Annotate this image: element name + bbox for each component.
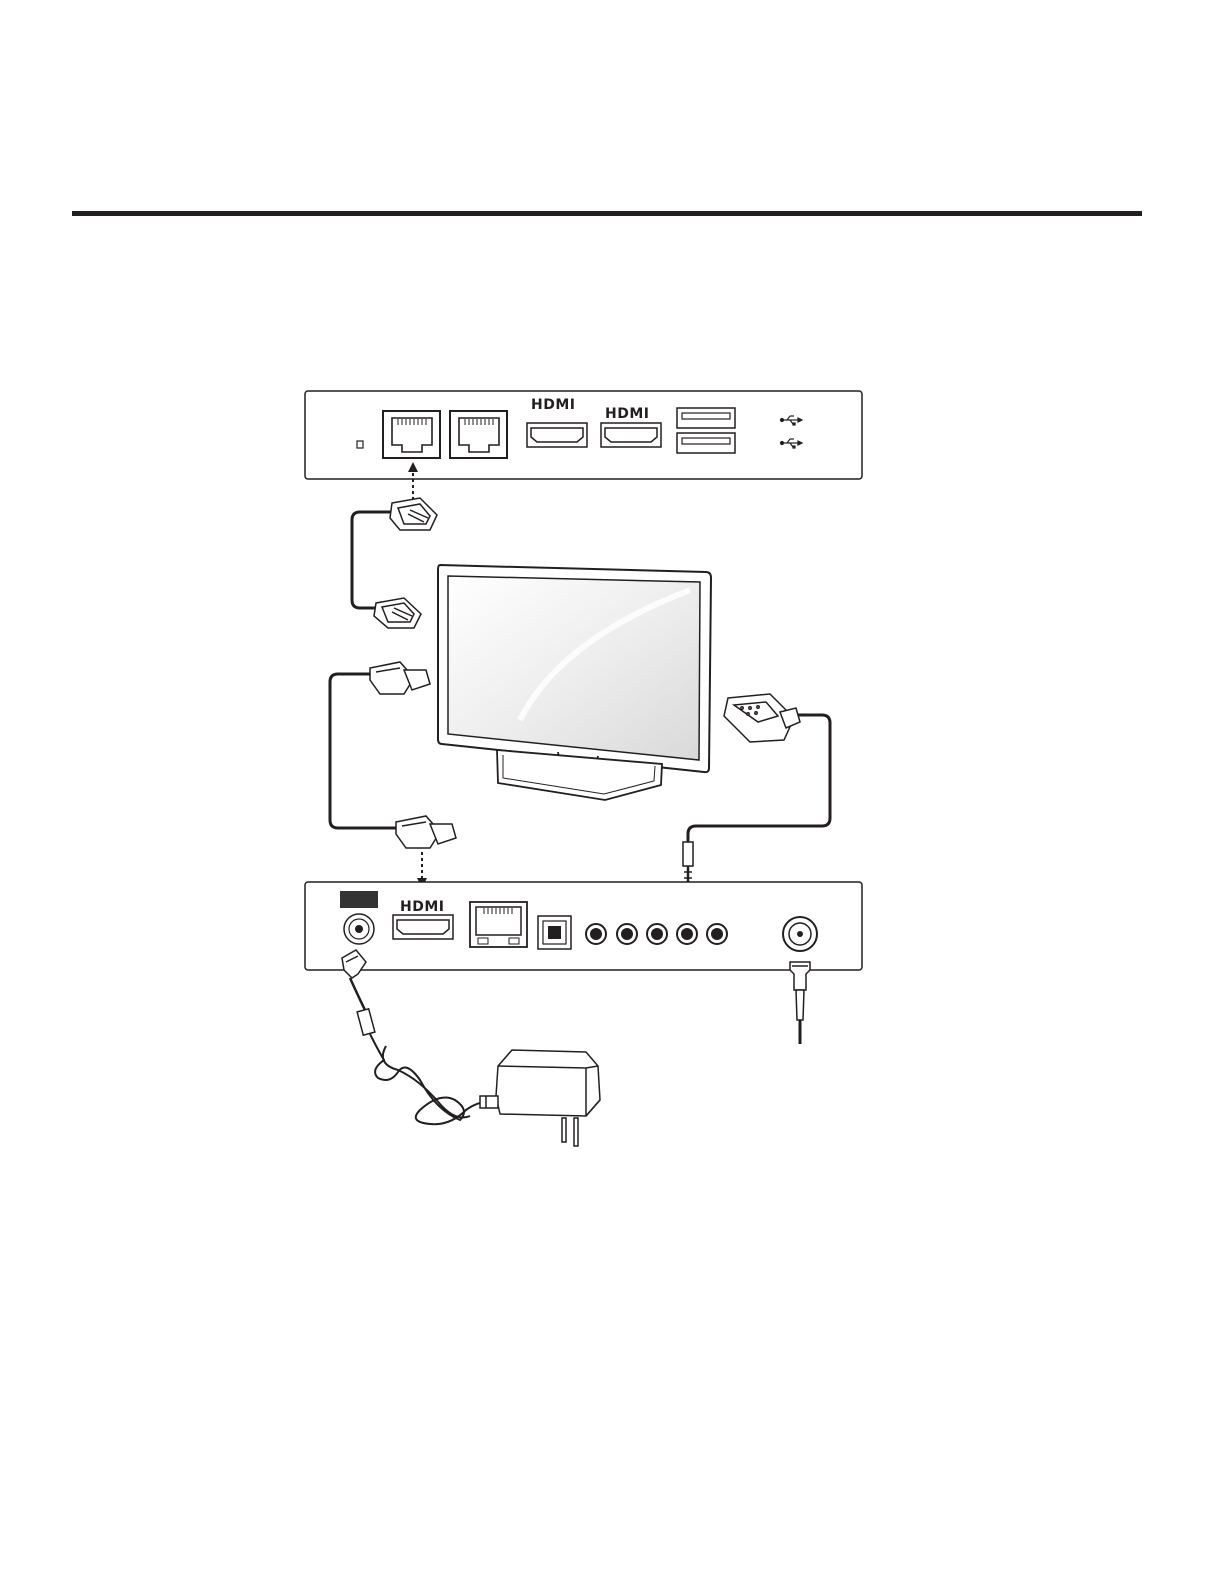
optical-port-icon (538, 916, 571, 949)
rca-jack-icon (617, 924, 637, 944)
rj45-port-icon (450, 411, 507, 458)
rca-jack-icon (586, 924, 606, 944)
usb-port-icon (677, 408, 735, 428)
status-led-icon (357, 441, 363, 448)
top-device: HDMI HDMI (305, 391, 862, 479)
hdmi-plug-icon (370, 662, 430, 694)
rj45-plug-icon (374, 598, 421, 628)
hdmi-port-icon (601, 423, 661, 447)
tv-monitor-icon (438, 565, 711, 800)
rca-jack-icon (647, 924, 667, 944)
audio-jack-icon (683, 842, 693, 884)
hdmi-label: HDMI (605, 406, 649, 422)
coax-cable (790, 962, 810, 1044)
hdmi-label: HDMI (531, 397, 575, 413)
dc-label-box (340, 891, 378, 908)
rca-jack-icon (677, 924, 697, 944)
dc-power-port-icon (344, 914, 374, 944)
rj45-port-icon (470, 902, 527, 947)
usb-port-icon (677, 433, 735, 453)
coax-port-icon (783, 917, 817, 951)
rca-jack-icon (707, 924, 727, 944)
lan-cable (352, 498, 437, 628)
hdmi-label: HDMI (400, 899, 444, 915)
rj45-port-icon (383, 411, 440, 458)
bottom-device: HDMI (305, 882, 862, 970)
hdmi-port-icon (393, 915, 453, 939)
hdmi-plug-icon (396, 816, 456, 848)
rs232-connector-icon (724, 694, 800, 742)
rj45-plug-icon (390, 498, 437, 530)
power-adapter-icon (342, 950, 600, 1146)
hdmi-port-icon (527, 423, 587, 447)
